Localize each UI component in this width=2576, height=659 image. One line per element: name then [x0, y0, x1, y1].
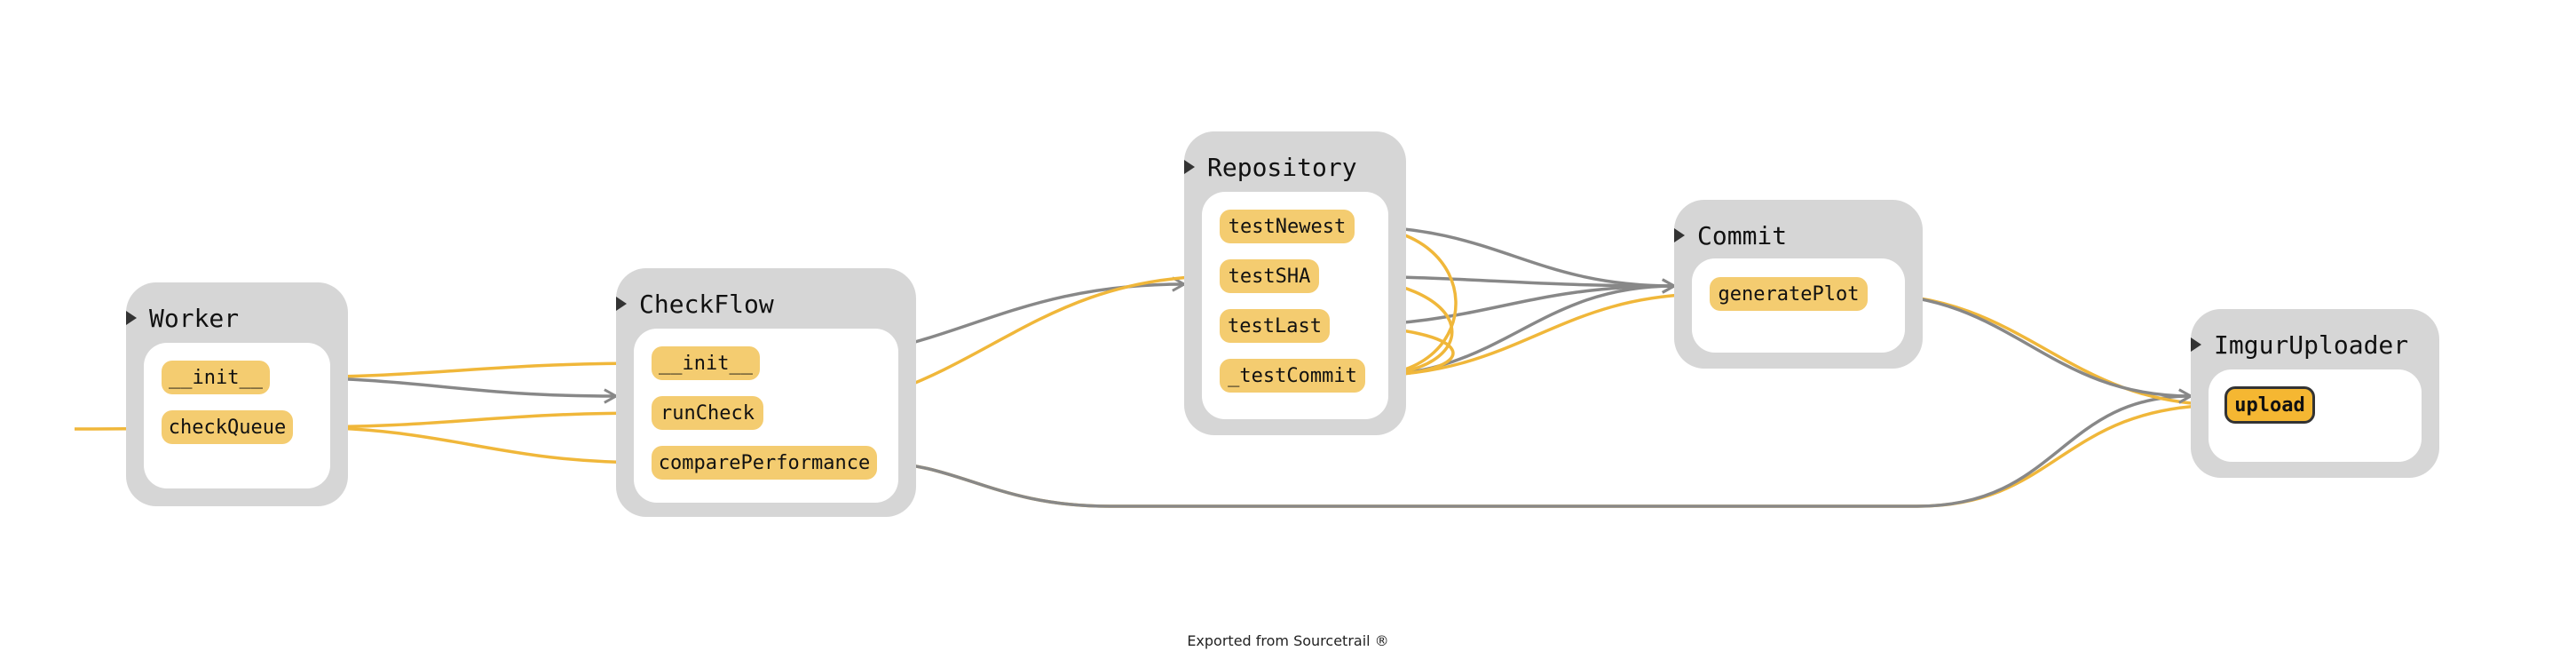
- node-worker-checkqueue[interactable]: checkQueue: [162, 410, 293, 444]
- node-repo-testsha[interactable]: testSHA: [1220, 259, 1319, 293]
- node-checkflow-compareperformance[interactable]: comparePerformance: [652, 446, 877, 480]
- expand-arrow-icon[interactable]: [2191, 337, 2201, 352]
- group-title: ImgurUploader: [2214, 330, 2409, 360]
- call-edge-checkflow-compareperformance-to-imgur-upload[interactable]: [876, 405, 2224, 508]
- type-edge-checkflow-compareperformance-to-imguruploader[interactable]: [876, 396, 2191, 508]
- node-commit-generateplot[interactable]: generatePlot: [1710, 277, 1868, 311]
- node-checkflow-init[interactable]: __init__: [652, 346, 760, 380]
- node-repo-testlast[interactable]: testLast: [1220, 309, 1330, 343]
- expand-arrow-icon[interactable]: [1184, 160, 1195, 174]
- expand-arrow-icon[interactable]: [616, 297, 627, 311]
- group-title: Worker: [149, 303, 240, 333]
- group-title: CheckFlow: [639, 289, 774, 319]
- node-imgur-upload[interactable]: upload: [2224, 386, 2315, 424]
- export-footer: Exported from Sourcetrail ®: [1187, 632, 1389, 649]
- group-title: Commit: [1697, 220, 1788, 250]
- type-edge-repo-testcommit-to-commit[interactable]: [1364, 286, 1674, 377]
- expand-arrow-icon[interactable]: [1674, 228, 1685, 242]
- group-title: Repository: [1207, 152, 1357, 182]
- node-checkflow-runcheck[interactable]: runCheck: [652, 396, 763, 430]
- node-worker-init[interactable]: __init__: [162, 361, 270, 394]
- expand-arrow-icon[interactable]: [126, 311, 137, 325]
- group-checkflow[interactable]: CheckFlow: [616, 268, 916, 517]
- call-edge-repo-testcommit-to-commit-generateplot[interactable]: [1364, 294, 1710, 377]
- group-worker[interactable]: Worker: [126, 282, 348, 506]
- node-repo-testnewest[interactable]: testNewest: [1220, 210, 1355, 243]
- node-repo-testcommit[interactable]: _testCommit: [1220, 359, 1365, 393]
